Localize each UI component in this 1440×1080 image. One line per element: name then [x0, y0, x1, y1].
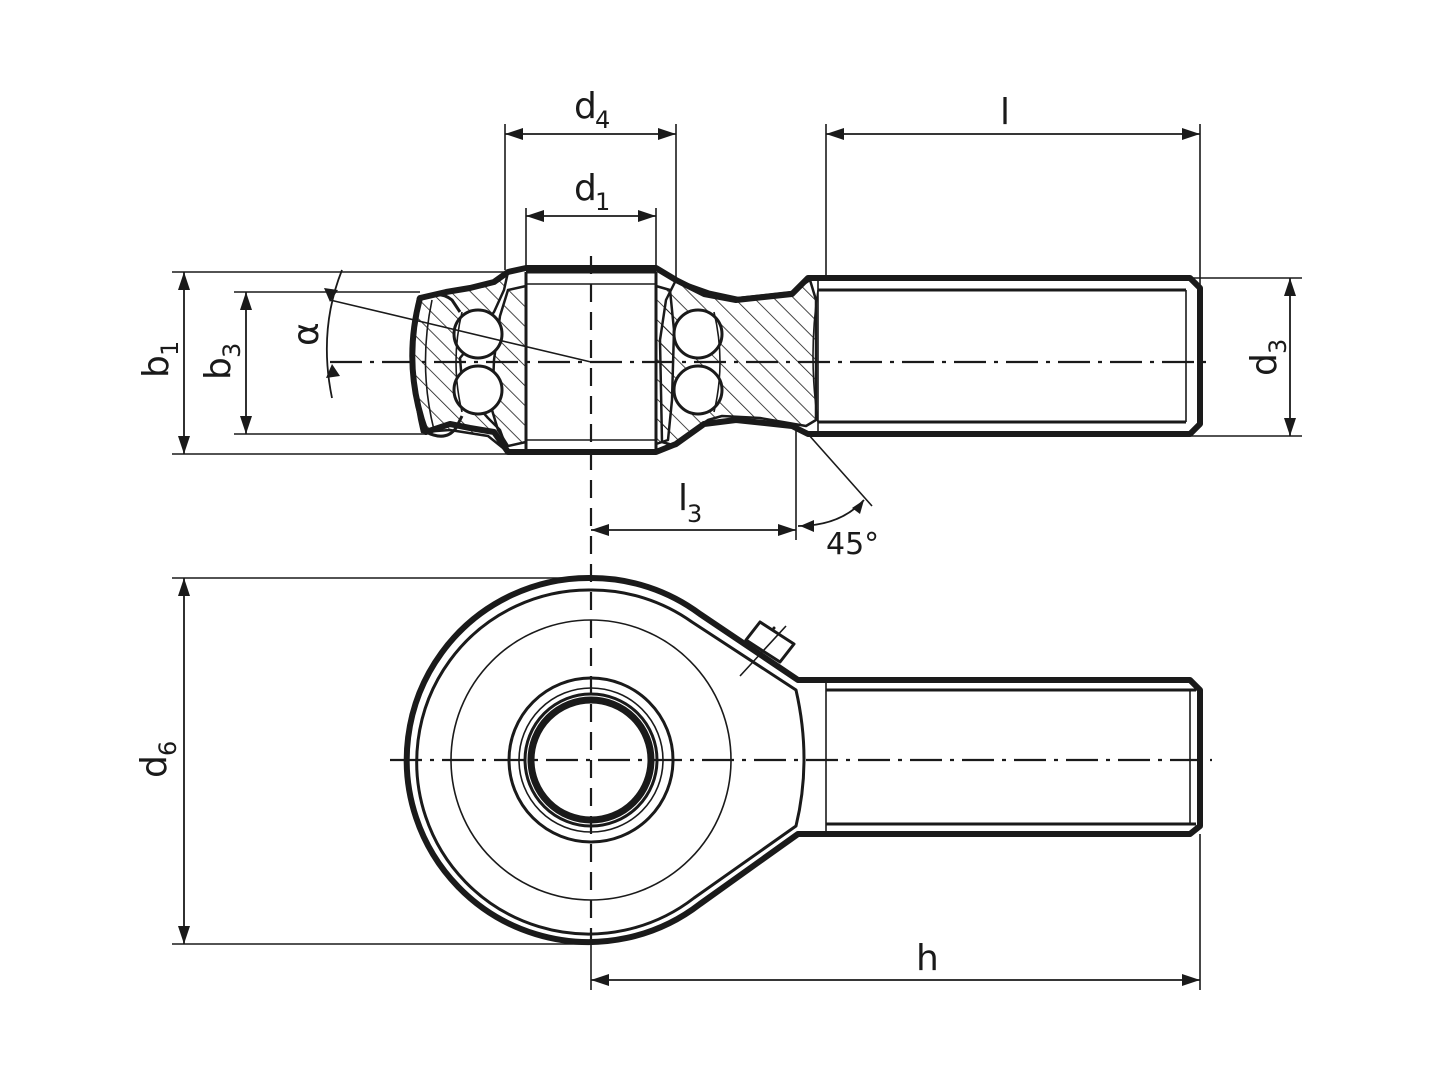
dimension-l3: l 3: [591, 428, 797, 540]
section-view: [329, 256, 1210, 940]
housing-outline: [409, 265, 1203, 455]
front-view: [390, 574, 1212, 945]
eye-outline: [403, 574, 1203, 945]
ball: [452, 308, 504, 360]
dim-label-l: l: [1000, 92, 1010, 133]
dim-label-l3: l: [678, 478, 688, 519]
dim-sub-d4: 4: [595, 106, 610, 134]
dimension-l: l: [825, 92, 1201, 286]
dim-label-d1: d: [574, 168, 597, 209]
dimension-alpha: α: [286, 269, 343, 399]
ball: [672, 364, 724, 416]
dim-label-d4: d: [574, 86, 597, 127]
dim-sub-b1: 1: [156, 341, 184, 356]
dimension-b1: b 1: [136, 271, 508, 455]
dimension-h: h: [590, 834, 1201, 990]
dim-label-d3: d: [1244, 353, 1285, 376]
dim-label-b1: b: [136, 355, 177, 378]
dimension-d4: d 4: [504, 86, 677, 278]
dim-sub-l3: 3: [687, 500, 702, 528]
dimension-chamfer-angle: 45°: [797, 433, 879, 562]
dimension-b3: b 3: [198, 291, 426, 435]
ball: [452, 364, 504, 416]
ball-group-left: [452, 308, 504, 416]
dimension-d3: d 3: [1190, 277, 1302, 437]
dim-sub-d6: 6: [154, 741, 182, 756]
dim-label-alpha: α: [286, 322, 327, 346]
ball-group-right: [672, 308, 724, 416]
dim-label-h: h: [916, 938, 939, 979]
lube-nipple: [739, 620, 796, 677]
dim-sub-d1: 1: [595, 188, 610, 216]
dim-label-b3: b: [198, 357, 239, 380]
inner-ring-left: [490, 284, 528, 448]
dim-label-45-deg: 45°: [826, 527, 879, 562]
dimension-d6: d 6: [134, 577, 591, 945]
ball: [672, 308, 724, 360]
dimension-d1: d 1: [525, 168, 657, 268]
dim-label-d6: d: [134, 755, 175, 778]
dim-sub-d3: 3: [1264, 339, 1292, 354]
dim-sub-b3: 3: [218, 343, 246, 358]
